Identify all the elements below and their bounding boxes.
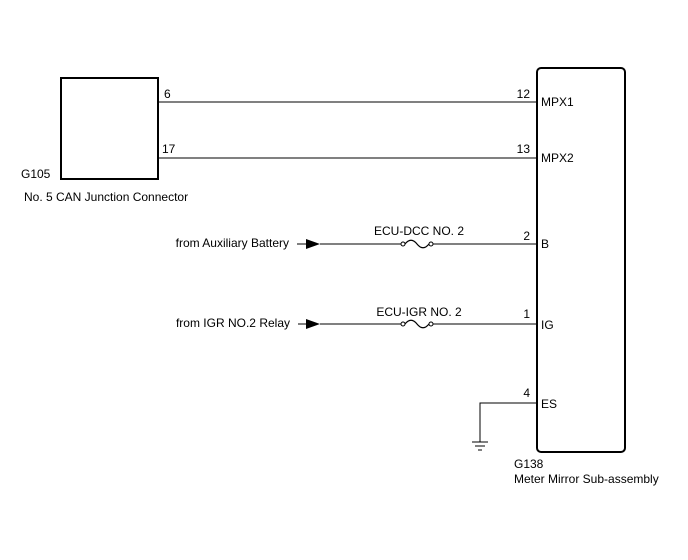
terminal-mpx1-label: MPX1 — [541, 95, 574, 109]
g138-pin-13: 13 — [517, 142, 531, 156]
relay-source-label: from IGR NO.2 Relay — [176, 316, 290, 330]
fuse-dcc-label: ECU-DCC NO. 2 — [374, 224, 464, 238]
g138-pin-2: 2 — [523, 229, 530, 243]
g105-code-label: G105 — [21, 167, 51, 181]
fuse-icon — [400, 319, 434, 329]
fuse-icon — [400, 239, 434, 249]
g138-component-box — [536, 67, 626, 453]
g105-pin-6: 6 — [164, 87, 171, 101]
g138-pin-4: 4 — [523, 386, 530, 400]
ground-icon — [472, 441, 488, 451]
g138-code-label: G138 — [514, 457, 544, 471]
g138-pin-12: 12 — [517, 87, 531, 101]
arrow-right-icon — [306, 239, 320, 249]
g105-pin-17: 17 — [162, 142, 176, 156]
terminal-b-label: B — [541, 237, 549, 251]
battery-source-label: from Auxiliary Battery — [176, 236, 289, 250]
g138-pin-1: 1 — [523, 307, 530, 321]
terminal-mpx2-label: MPX2 — [541, 151, 574, 165]
arrow-right-icon — [306, 319, 320, 329]
fuse-igr-label: ECU-IGR NO. 2 — [376, 305, 462, 319]
g138-name-label: Meter Mirror Sub-assembly — [514, 472, 659, 486]
terminal-ig-label: IG — [541, 318, 554, 332]
g105-name-label: No. 5 CAN Junction Connector — [24, 190, 188, 204]
es-ground-wire — [479, 402, 537, 442]
g105-connector-box — [60, 77, 159, 180]
terminal-es-label: ES — [541, 397, 557, 411]
